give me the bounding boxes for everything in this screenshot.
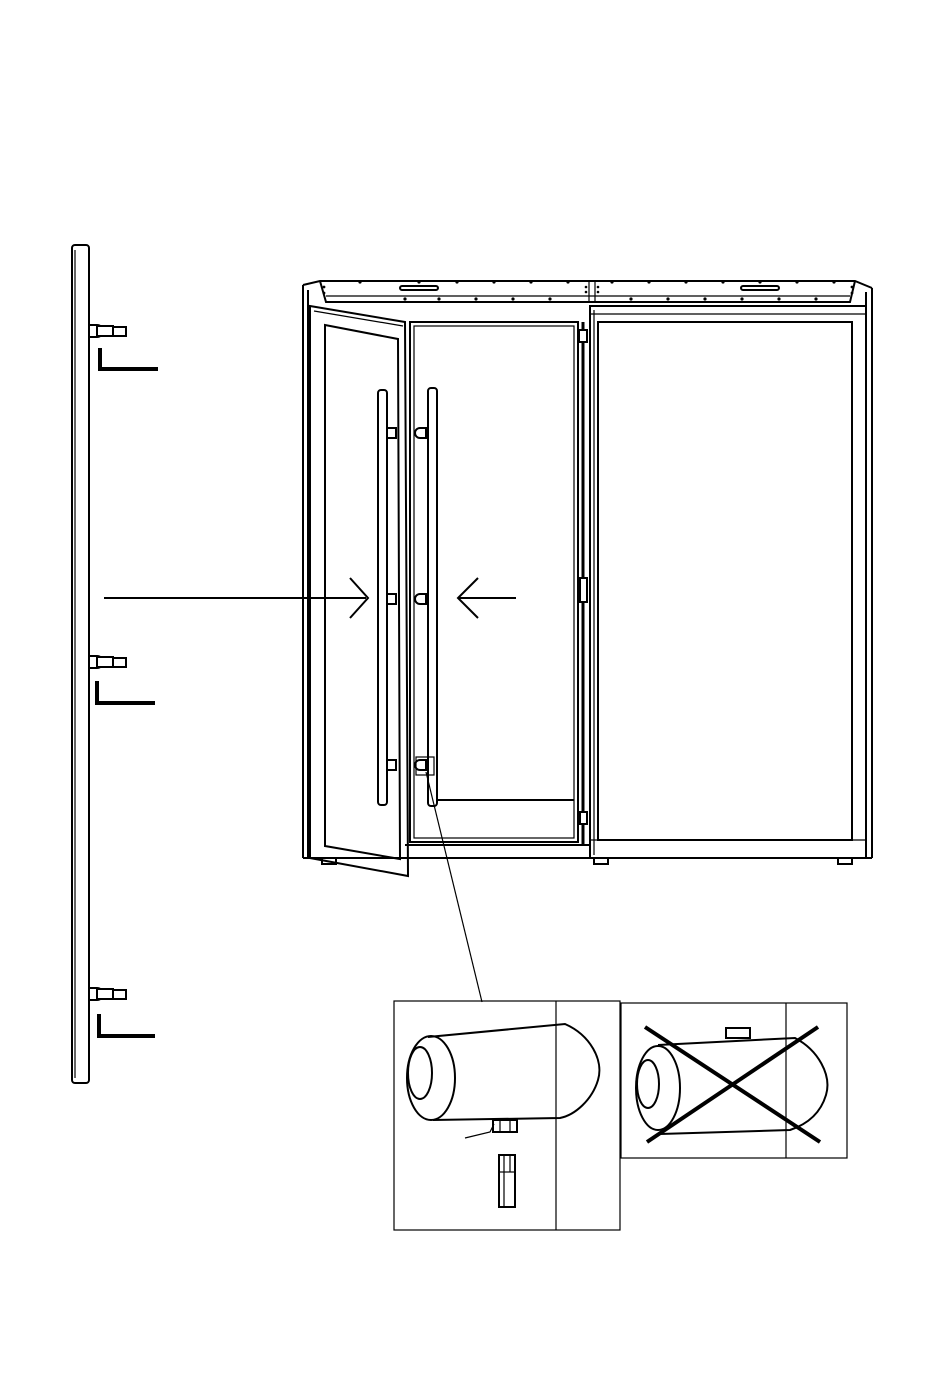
detail-leader-line <box>426 772 482 1002</box>
standoff-screw-middle <box>89 656 126 668</box>
standoff-closeup <box>407 1024 599 1138</box>
standoff-closeup-wrong <box>636 1028 827 1134</box>
standoff-screw-top <box>89 325 126 337</box>
hex-key-icon <box>100 348 158 369</box>
right-glass-door <box>590 306 866 858</box>
arrow-left-icon <box>458 578 516 618</box>
hex-key-icon <box>97 681 155 703</box>
arrow-right-icon <box>104 578 368 618</box>
cross-mark-icon <box>645 1027 820 1142</box>
standoff-screw-bottom <box>89 988 126 1000</box>
mounted-handle-right <box>415 388 437 806</box>
cabinet-base <box>303 840 872 864</box>
set-screw-icon <box>499 1155 515 1207</box>
left-glass-door <box>310 306 408 876</box>
hex-key-icon <box>99 1014 155 1036</box>
handle-bar-assembly <box>72 245 158 1083</box>
cabinet-top-rail <box>303 280 872 858</box>
detail-correct <box>394 1001 620 1230</box>
display-cabinet <box>104 280 872 1002</box>
mounted-handle-left <box>378 390 387 805</box>
detail-incorrect <box>621 1003 847 1158</box>
